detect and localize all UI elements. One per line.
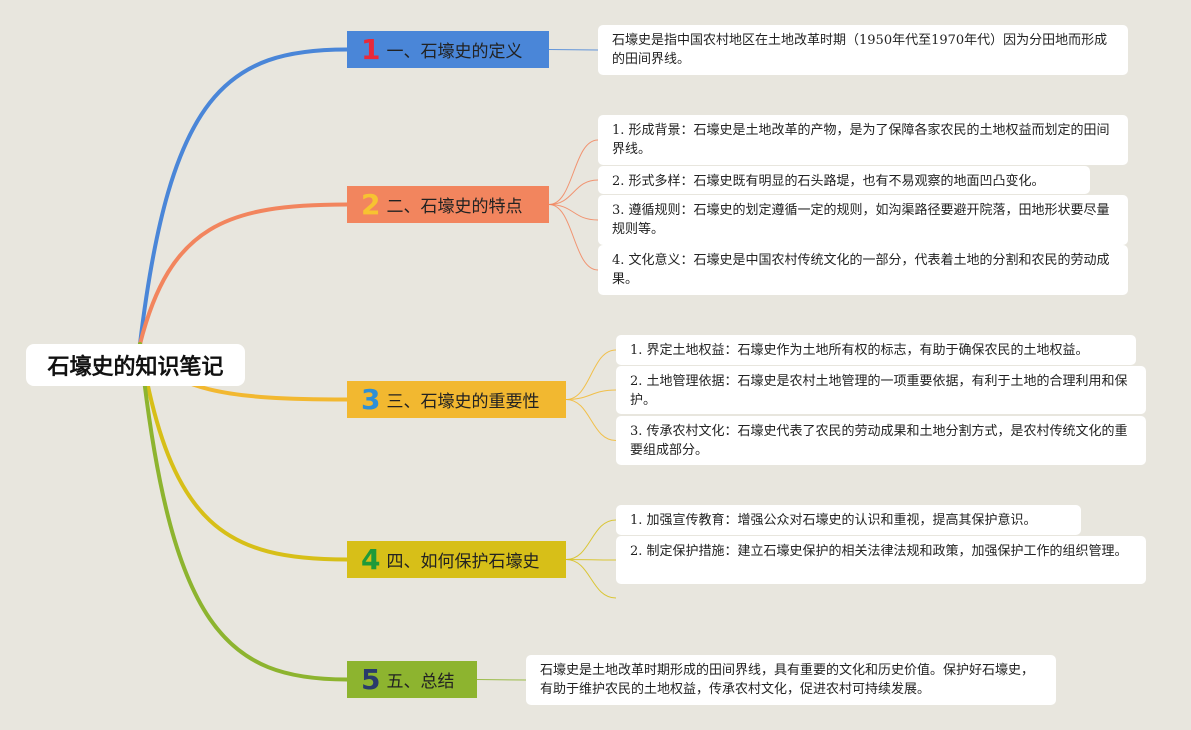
- branch-label: 二、石壕史的特点: [386, 197, 523, 217]
- sub-connector: [548, 204, 599, 271]
- branch-label: 三、石壕史的重要性: [386, 392, 540, 412]
- sub-connector: [548, 139, 599, 205]
- sub-connector: [565, 559, 617, 561]
- sub-connector: [565, 389, 617, 400]
- detail-card[interactable]: 1. 界定土地权益：石壕史作为土地所有权的标志，有助于确保农民的土地权益。: [616, 335, 1136, 365]
- branch-number: 2: [361, 187, 381, 221]
- sub-connector: [476, 679, 527, 681]
- branch-label: 五、总结: [386, 672, 455, 692]
- branch-connector-4: [138, 342, 349, 562]
- branch-connector-5: [138, 342, 349, 682]
- detail-card[interactable]: 2. 土地管理依据：石壕史是农村土地管理的一项重要依据，有利于土地的合理利用和保…: [616, 366, 1146, 414]
- detail-card[interactable]: 2. 制定保护措施：建立石壕史保护的相关法律法规和政策，加强保护工作的组织管理。: [616, 536, 1146, 584]
- detail-card[interactable]: 4. 文化意义：石壕史是中国农村传统文化的一部分，代表着土地的分割和农民的劳动成…: [598, 245, 1128, 295]
- sub-connector: [548, 179, 599, 205]
- sub-connector: [565, 349, 617, 400]
- detail-card[interactable]: 1. 加强宣传教育：增强公众对石壕史的认识和重视，提高其保护意识。: [616, 505, 1081, 535]
- branch-number: 3: [361, 382, 381, 416]
- central-topic[interactable]: 石壕史的知识笔记: [26, 344, 245, 386]
- detail-card[interactable]: 石壕史是土地改革时期形成的田间界线，具有重要的文化和历史价值。保护好石壕史，有助…: [526, 655, 1056, 705]
- detail-card[interactable]: 3. 传承农村文化：石壕史代表了农民的劳动成果和土地分割方式，是农村传统文化的重…: [616, 416, 1146, 465]
- branch-number: 5: [361, 662, 381, 696]
- sub-connector: [565, 559, 617, 599]
- detail-card[interactable]: 1. 形成背景：石壕史是土地改革的产物，是为了保障各家农民的土地权益而划定的田间…: [598, 115, 1128, 165]
- sub-connector: [565, 519, 617, 560]
- branch-connector-2: [138, 202, 349, 346]
- branch-label: 四、如何保护石壕史: [386, 552, 540, 572]
- branch-connector-1: [138, 47, 349, 346]
- sub-connector: [565, 399, 617, 441]
- sub-connector: [548, 204, 599, 221]
- branch-number: 4: [361, 542, 381, 576]
- branch-number: 1: [361, 32, 381, 66]
- detail-card[interactable]: 2. 形式多样：石壕史既有明显的石头路堤，也有不易观察的地面凹凸变化。: [598, 166, 1090, 194]
- branch-label: 一、石壕史的定义: [386, 42, 523, 62]
- detail-card[interactable]: 石壕史是指中国农村地区在土地改革时期（1950年代至1970年代）因为分田地而形…: [598, 25, 1128, 75]
- sub-connector: [548, 49, 599, 51]
- detail-card[interactable]: 3. 遵循规则：石壕史的划定遵循一定的规则，如沟渠路径要避开院落，田地形状要尽量…: [598, 195, 1128, 245]
